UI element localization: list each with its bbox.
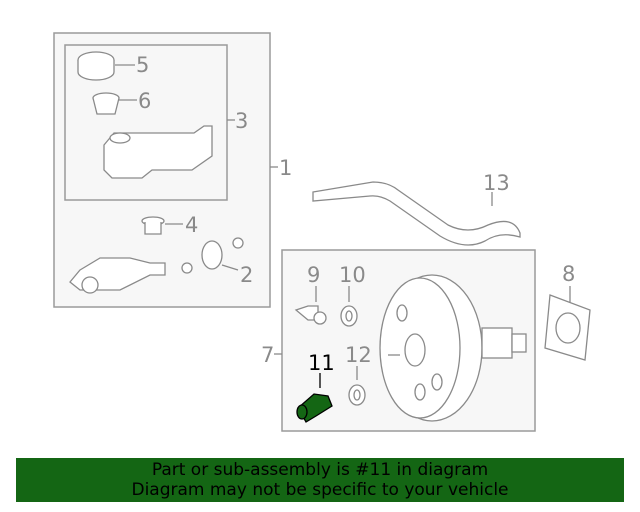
label-10: 10 xyxy=(339,263,366,287)
label-6: 6 xyxy=(138,89,151,113)
part-booster[interactable] xyxy=(379,274,527,422)
banner-line-1: Part or sub-assembly is #11 in diagram xyxy=(151,460,489,480)
label-3: 3 xyxy=(235,109,248,133)
label-5: 5 xyxy=(136,53,149,77)
info-banner: Part or sub-assembly is #11 in diagram D… xyxy=(16,458,624,502)
label-8: 8 xyxy=(562,262,575,286)
label-9: 9 xyxy=(307,263,320,287)
part-13-vacuum-hose[interactable] xyxy=(312,181,521,246)
label-4: 4 xyxy=(185,213,198,237)
label-12: 12 xyxy=(345,343,372,367)
label-11: 11 xyxy=(308,351,335,375)
part-5-reservoir-cap[interactable] xyxy=(77,51,115,81)
part-4-grommet[interactable] xyxy=(141,216,165,235)
part-2-o-ring[interactable] xyxy=(201,240,223,270)
part-11-highlighted[interactable] xyxy=(296,393,333,423)
label-7: 7 xyxy=(261,343,274,367)
banner-line-2: Diagram may not be specific to your vehi… xyxy=(131,480,509,500)
part-reservoir[interactable] xyxy=(103,125,213,179)
label-1: 1 xyxy=(279,156,292,180)
label-13: 13 xyxy=(483,171,510,195)
label-2: 2 xyxy=(240,263,253,287)
part-6-strainer[interactable] xyxy=(92,92,120,115)
